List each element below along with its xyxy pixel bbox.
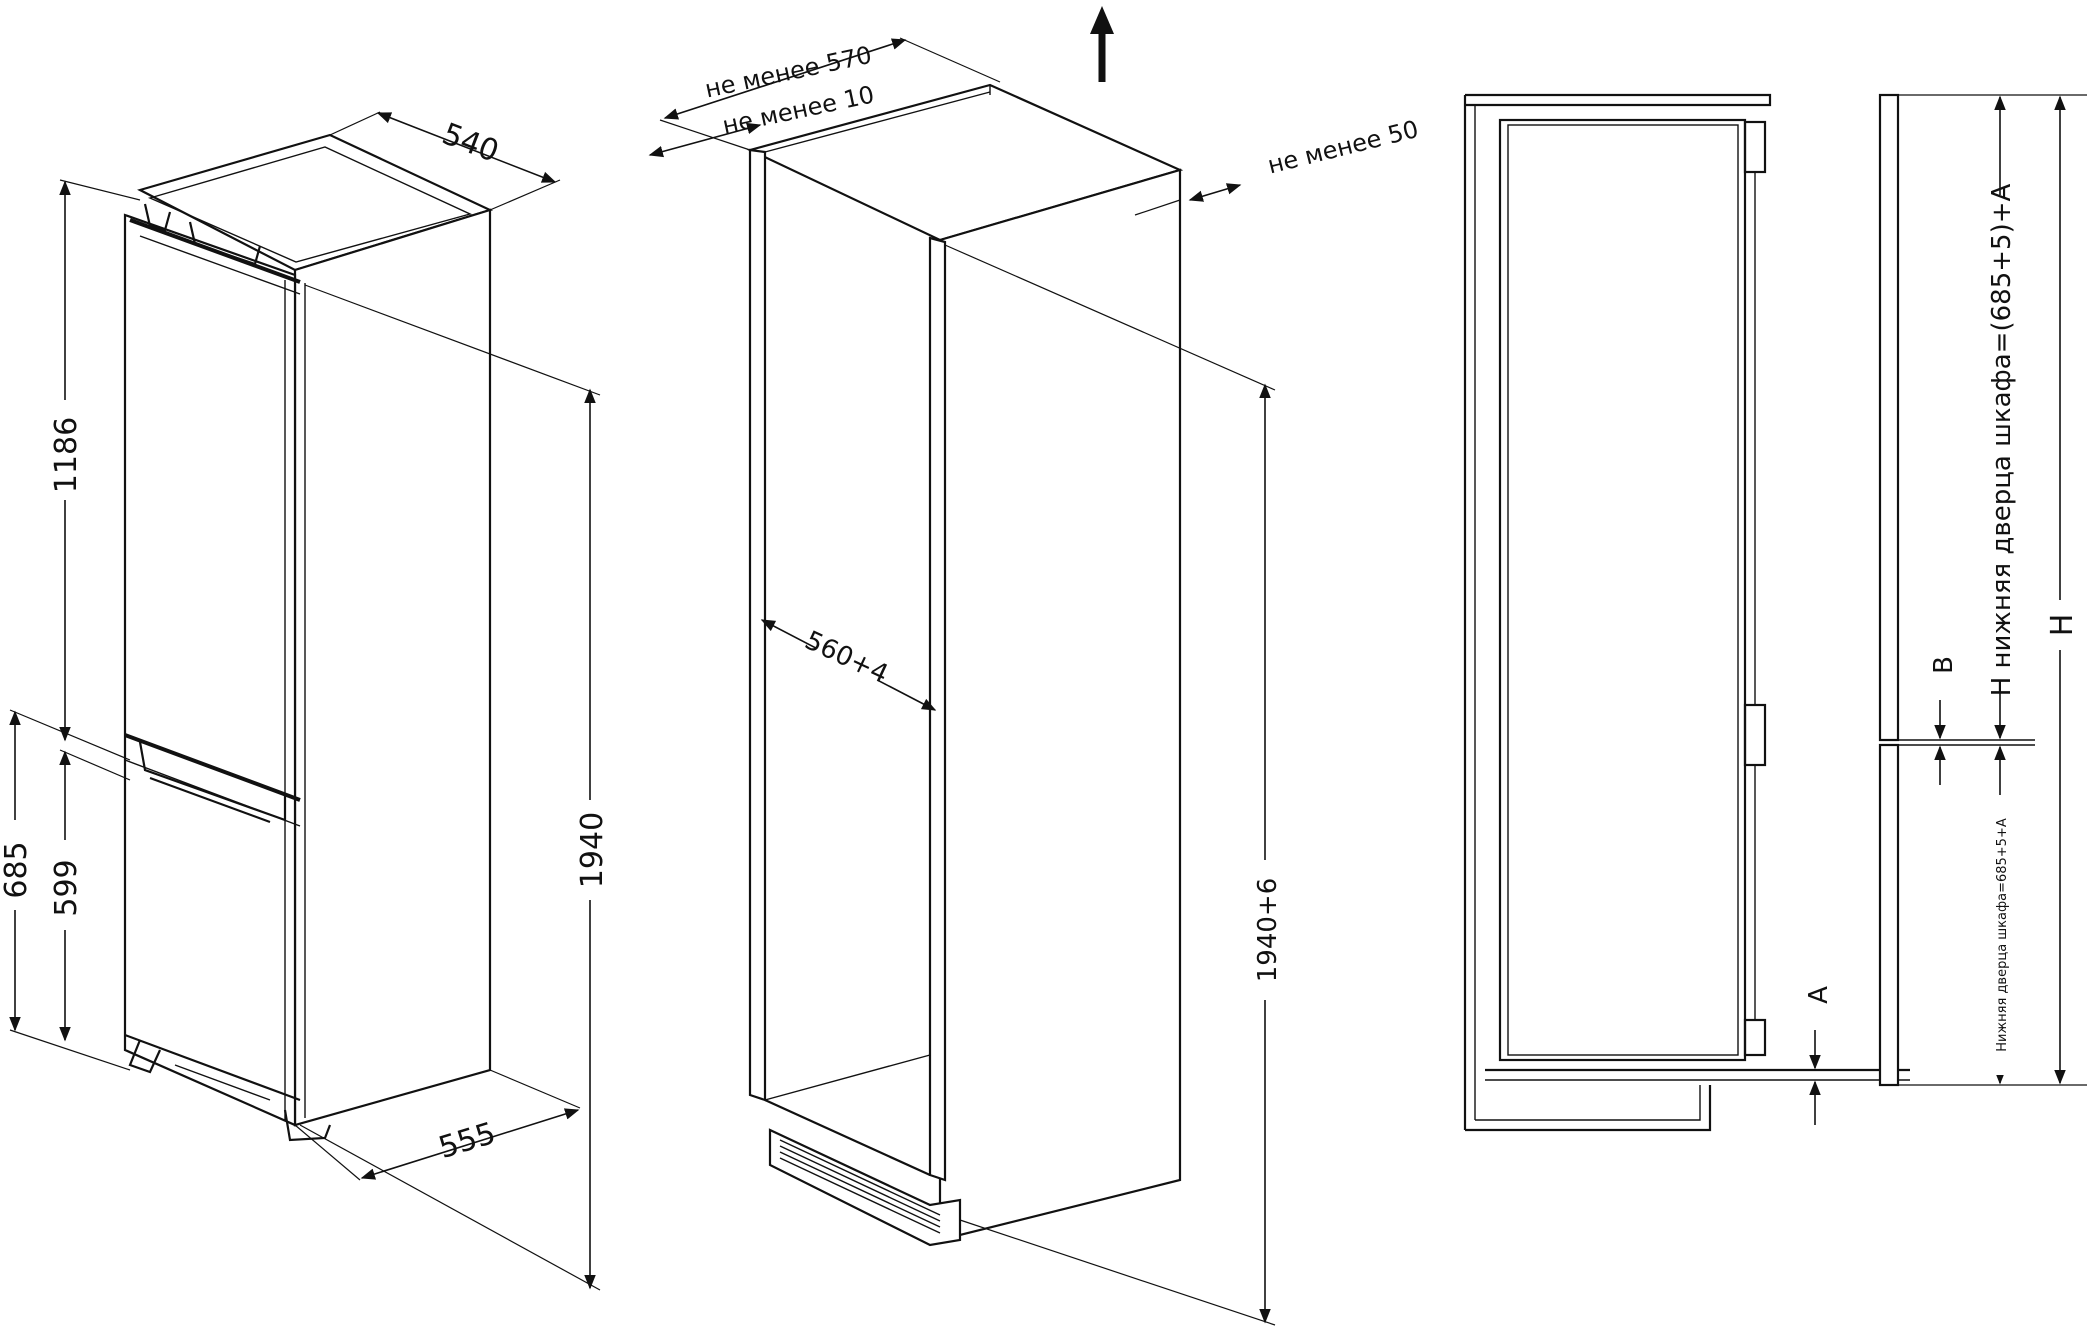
ext-540-b bbox=[489, 179, 561, 211]
dim-1186-label: 1186 bbox=[49, 417, 84, 493]
cabinet-top-inner bbox=[764, 91, 991, 153]
dim-540-line bbox=[376, 112, 557, 183]
middle-slide-rail bbox=[149, 776, 271, 824]
bottom-hinge bbox=[128, 1039, 162, 1074]
dim-540-label: 540 bbox=[437, 117, 503, 170]
fridge-front-face bbox=[123, 213, 297, 1127]
dim-50-label: не менее 50 bbox=[1265, 115, 1422, 180]
arrow-up-icon bbox=[1090, 6, 1114, 82]
bottom-slide-rail bbox=[174, 1064, 271, 1101]
upper-hinge-bracket bbox=[143, 203, 172, 232]
dim-lower-door-label: Нижняя дверца шкафа=685+5+A bbox=[1995, 818, 2010, 1052]
dim-599-label: 599 bbox=[49, 859, 84, 916]
ext-540-a bbox=[329, 111, 381, 136]
ext-599-top bbox=[59, 749, 131, 781]
cabinet-right-post bbox=[928, 236, 947, 1182]
cabinet-top-panel bbox=[1465, 93, 1772, 107]
dim-570-line bbox=[663, 38, 907, 120]
ext-570-b bbox=[899, 37, 1001, 83]
ext-555-b bbox=[294, 1124, 361, 1181]
dim-1946-gap bbox=[1245, 860, 1285, 1000]
cabinet-floor-back bbox=[764, 1054, 931, 1101]
dim-555-label: 555 bbox=[435, 1116, 500, 1166]
dim-599-gap bbox=[45, 840, 85, 930]
hinge-middle bbox=[1743, 703, 1767, 767]
ext-685-top bbox=[9, 709, 131, 761]
cabinet-floor-front bbox=[764, 1098, 931, 1177]
ext-1940-bottom bbox=[299, 1124, 601, 1291]
dim-1940-gap bbox=[570, 800, 610, 900]
cabinet-bottom-panel-inner bbox=[1475, 1085, 1701, 1121]
ext-685-bottom bbox=[9, 1029, 131, 1071]
dim-lower-door-gap bbox=[1988, 795, 2012, 1075]
dim-upper-door-label: H нижняя дверца шкафа=(685+5)+A bbox=[1987, 184, 2017, 697]
door-divider bbox=[124, 733, 301, 802]
ext-1946-bottom bbox=[959, 1219, 1276, 1326]
vent-grille bbox=[779, 1139, 941, 1234]
ext-50-a bbox=[1134, 199, 1181, 216]
upper-slide-rail bbox=[188, 221, 262, 266]
upper-hinge-band-2 bbox=[139, 235, 301, 295]
dim-685-label: 685 bbox=[0, 841, 34, 898]
appliance-body-inner bbox=[1507, 124, 1739, 1056]
hinge-top bbox=[1743, 120, 1767, 174]
bottom-foot bbox=[283, 1109, 332, 1142]
hinge-bottom bbox=[1743, 1018, 1767, 1057]
side-view-drawing: H H нижняя дверца шкафа=(685+5)+A Нижняя… bbox=[1463, 93, 2087, 1132]
cabinet-drawing: не менее 570 не менее 10 не менее 50 560… bbox=[648, 6, 1422, 1326]
dim-1186-gap bbox=[45, 400, 85, 500]
dim-H-gap bbox=[2040, 600, 2080, 650]
ext-555-a bbox=[489, 1069, 581, 1109]
fridge-top-inset bbox=[147, 146, 473, 263]
ext-1940-top bbox=[304, 284, 601, 396]
dim-1946-label: 1940+6 bbox=[1253, 878, 1283, 983]
dim-560-gap bbox=[812, 611, 898, 689]
dim-upper-door-gap bbox=[1982, 195, 2018, 685]
furniture-door-lower bbox=[1878, 743, 1900, 1087]
dim-50-line bbox=[1188, 183, 1242, 202]
bottom-band bbox=[124, 1033, 301, 1102]
appliance-body bbox=[1498, 118, 1747, 1062]
fridge-drawing: 540 555 1940 1186 685 599 bbox=[0, 111, 610, 1291]
dim-B-label: B bbox=[1929, 656, 1959, 674]
dim-685-gap bbox=[0, 820, 32, 910]
furniture-door-upper bbox=[1878, 93, 1900, 742]
fridge-side-face bbox=[293, 208, 492, 1127]
ext-1186-top bbox=[59, 179, 141, 201]
dim-A-label: A bbox=[1804, 986, 1834, 1004]
ext-1946-top bbox=[944, 244, 1276, 391]
dim-10-line bbox=[648, 122, 762, 158]
middle-hinge-bracket bbox=[138, 741, 287, 822]
cabinet-plinth bbox=[768, 1128, 962, 1247]
cabinet-left-post bbox=[748, 148, 767, 1102]
dim-555-line bbox=[360, 1108, 580, 1180]
cabinet-bottom-panel bbox=[1465, 1085, 1712, 1132]
dim-1940-label: 1940 bbox=[575, 812, 610, 888]
cabinet-side-face bbox=[938, 168, 1182, 1242]
dim-H-label: H bbox=[2045, 614, 2080, 637]
